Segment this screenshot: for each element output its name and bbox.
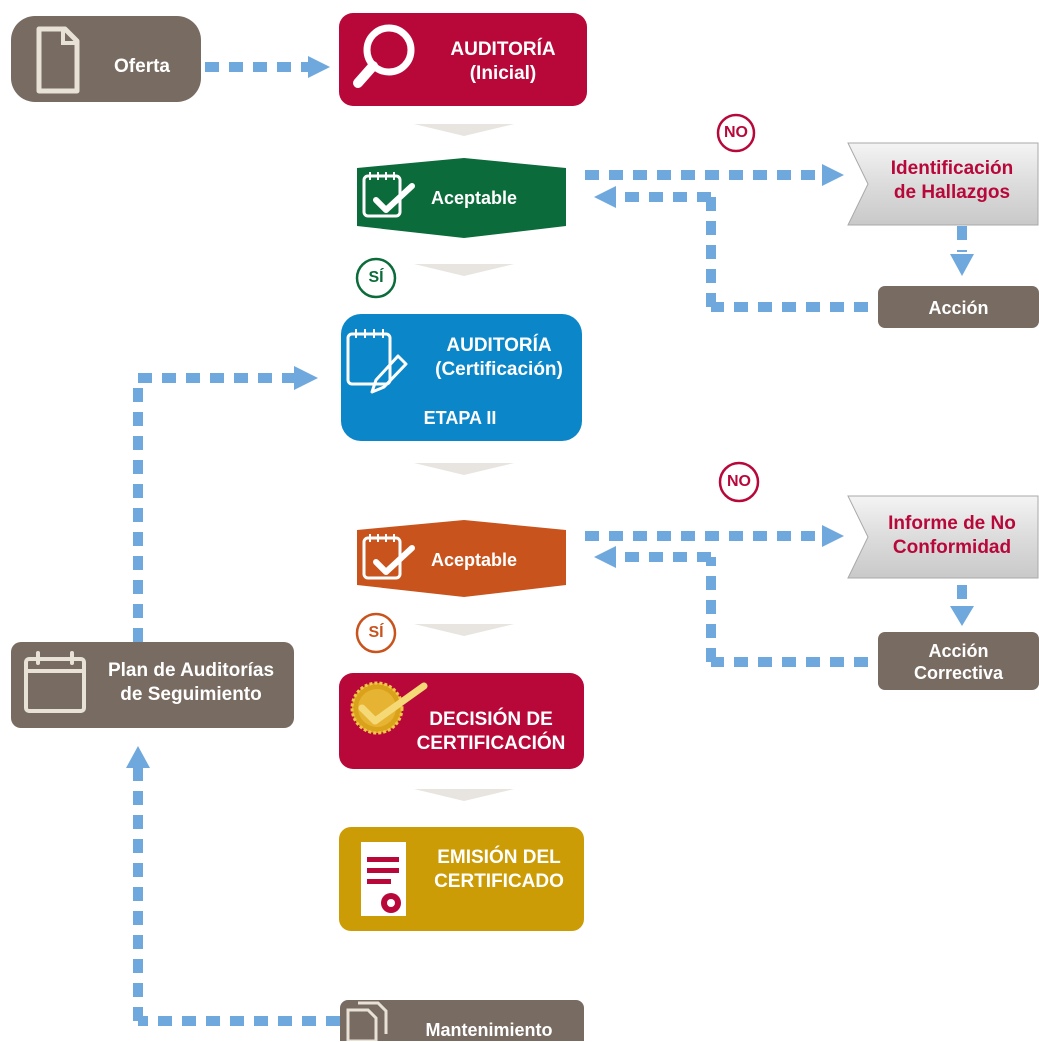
checklist-icon <box>362 172 415 218</box>
chevron-down-icon <box>414 124 514 136</box>
oferta-node <box>11 16 201 102</box>
si-marker-1 <box>355 257 397 299</box>
no-label-2: NO <box>727 473 751 490</box>
plan-label: Plan de Auditorías de Seguimiento <box>107 660 275 705</box>
aceptable-1-node <box>357 158 566 238</box>
informe-node <box>847 495 1039 579</box>
calendar-icon <box>24 651 86 713</box>
decision-label: DECISIÓN DE CERTIFICACIÓN <box>416 709 566 754</box>
auditoria-cert-label: AUDITORÍA (Certificación) <box>435 335 563 380</box>
mantenimiento-label: Mantenimiento <box>425 1020 553 1040</box>
connector-arrowheads <box>126 56 974 768</box>
seal-check-icon <box>350 681 428 735</box>
no-marker-1 <box>716 113 756 153</box>
connectors <box>133 62 967 1026</box>
mantenimiento-node <box>340 1000 584 1041</box>
chevron-down-icon <box>414 463 514 475</box>
accion-correctiva-node <box>878 632 1039 690</box>
document-icon <box>36 26 80 94</box>
arrowhead-to-accion <box>950 254 974 276</box>
accion-node <box>878 286 1039 328</box>
arrowhead-to-auditoria-cert <box>294 366 318 390</box>
plan-node <box>11 642 294 728</box>
arrowhead-to-informe <box>822 525 844 547</box>
si-label-1: SÍ <box>368 269 384 286</box>
arrowhead-to-auditoria-inicial <box>308 56 330 78</box>
emision-node <box>339 827 584 931</box>
no-marker-2 <box>718 461 760 503</box>
chevron-down-icon <box>414 789 514 801</box>
auditoria-inicial-label: AUDITORÍA (Inicial) <box>450 39 556 84</box>
documents-icon <box>346 1001 388 1041</box>
accion-label: Acción <box>928 298 989 318</box>
magnifier-icon <box>353 24 415 88</box>
aceptable-2-label: Aceptable <box>430 550 518 570</box>
oferta-label: Oferta <box>114 56 170 77</box>
notepad-pen-icon <box>346 329 408 394</box>
chevron-down-icon <box>414 264 514 276</box>
auditoria-cert-node <box>341 314 582 441</box>
no-label-1: NO <box>724 124 748 141</box>
informe-label: Informe de No Conformidad <box>888 513 1016 558</box>
aceptable-1-label: Aceptable <box>430 188 518 208</box>
arrowhead-to-aceptable-2 <box>594 546 616 568</box>
aceptable-2-node <box>357 520 566 597</box>
identificacion-node <box>847 142 1039 226</box>
checklist-icon <box>362 534 415 580</box>
emision-label: EMISIÓN DEL CERTIFICADO <box>434 847 564 892</box>
arrowhead-to-identificacion <box>822 164 844 186</box>
accion-correctiva-label: Acción Correctiva <box>913 641 1004 683</box>
decision-node <box>339 673 584 769</box>
arrowhead-to-accion-correctiva <box>950 606 974 626</box>
auditoria-inicial-node <box>339 13 587 106</box>
arrowhead-to-plan <box>126 746 150 768</box>
si-marker-2 <box>355 612 397 654</box>
chevron-down-icon <box>414 624 514 636</box>
etapa-label: ETAPA II <box>423 408 497 428</box>
decision-markers <box>355 113 760 654</box>
si-label-2: SÍ <box>368 624 384 641</box>
certificate-icon <box>361 842 406 916</box>
arrowhead-to-aceptable-1 <box>594 186 616 208</box>
identificacion-label: Identificación de Hallazgos <box>890 158 1014 203</box>
